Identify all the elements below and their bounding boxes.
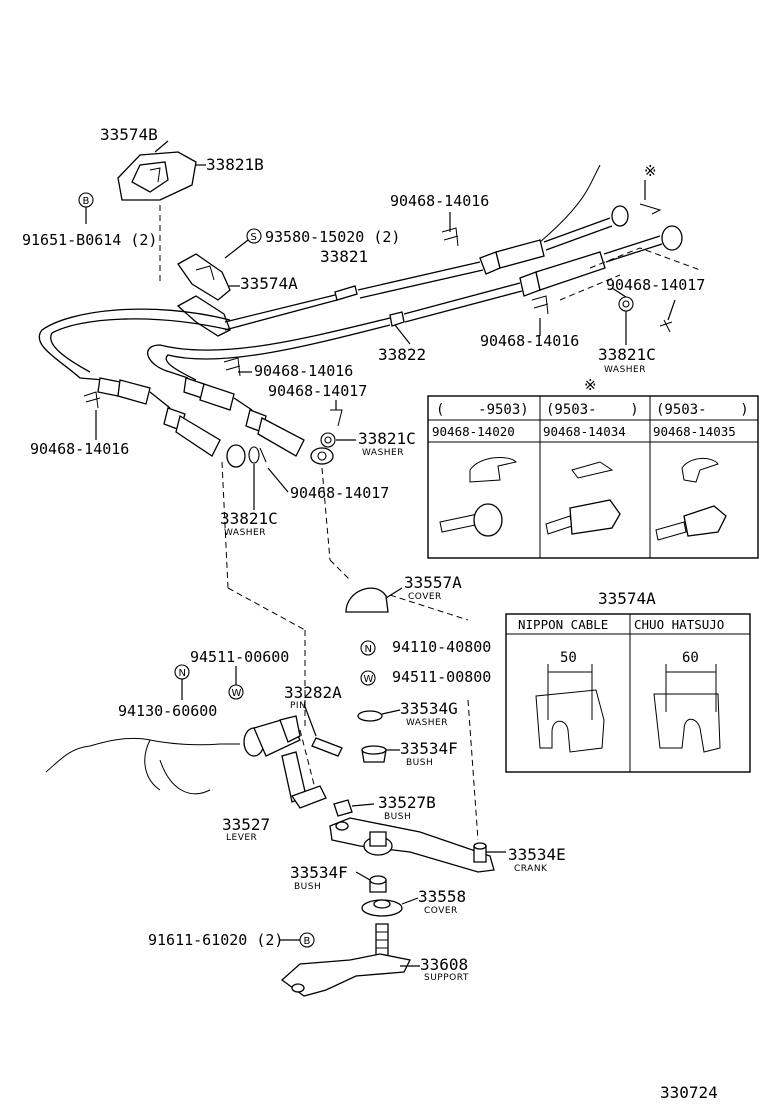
cable-33822	[147, 225, 683, 381]
label-washer-low: WASHER	[224, 528, 266, 538]
label-91651: 91651-B0614 (2)	[22, 231, 157, 249]
label-cover-a: COVER	[408, 592, 442, 602]
bush-33527B	[333, 799, 353, 817]
label-90468-14016-top: 90468-14016	[390, 192, 489, 210]
figure-number: 330724	[660, 1083, 718, 1102]
label-support: SUPPORT	[424, 973, 469, 983]
label-bush-f-a: BUSH	[406, 758, 433, 768]
label-90468-14016-mid: 90468-14016	[480, 332, 579, 350]
label-cover-58: COVER	[424, 906, 458, 916]
plate-33574B	[117, 151, 197, 201]
label-lever: LEVER	[226, 833, 257, 843]
label-33608: 33608	[420, 955, 468, 974]
label-33821C-low: 33821C	[220, 509, 278, 528]
label-33574A: 33574A	[240, 274, 298, 293]
label-94130: 94130-60600	[118, 702, 217, 720]
washer-icon-low	[248, 446, 260, 464]
clip-table-header-3: (9503- )	[656, 402, 749, 418]
label-93580: 93580-15020 (2)	[265, 228, 400, 246]
callout-s	[246, 228, 262, 244]
cable-end-left-33821	[97, 377, 246, 468]
clip-table-part-3: 90468-14035	[653, 424, 736, 439]
callout-n-right	[360, 640, 376, 656]
label-33821B: 33821B	[206, 155, 264, 174]
clip-icons	[83, 203, 673, 463]
asterisk-top: ※	[644, 162, 657, 180]
cover-33557A	[345, 587, 389, 613]
callout-n-right-letter: N	[365, 644, 372, 655]
callout-b-top-letter: B	[83, 196, 90, 207]
label-33821C-right: 33821C	[598, 345, 656, 364]
cover-33558	[361, 899, 403, 917]
label-33282A: 33282A	[284, 683, 342, 702]
plate-dim-1: 50	[560, 650, 577, 666]
label-90468-14017-center: 90468-14017	[268, 382, 367, 400]
label-90468-14017-low: 90468-14017	[290, 484, 389, 502]
label-94511-00600: 94511-00600	[190, 648, 289, 666]
callout-b-bottom-letter: B	[304, 936, 311, 947]
label-33821: 33821	[320, 247, 368, 266]
clip-table-part-2: 90468-14034	[543, 424, 626, 439]
callout-b-bottom	[299, 932, 315, 948]
label-90468-14016-center: 90468-14016	[254, 362, 353, 380]
callout-w-left-letter: W	[232, 688, 242, 699]
pin-33282A	[311, 737, 343, 757]
label-33534F-a: 33534F	[400, 739, 458, 758]
cable-end-mid-33822	[183, 377, 334, 465]
plate-table-title: 33574A	[598, 589, 656, 608]
plate-table	[505, 613, 751, 773]
callout-s-letter: S	[251, 232, 257, 243]
label-33534G: 33534G	[400, 699, 458, 718]
plate-33574A	[176, 253, 231, 337]
label-washer-mid: WASHER	[362, 448, 404, 458]
asterisk-table: ※	[584, 376, 597, 394]
lever-33527	[243, 715, 327, 809]
washer-33534G	[357, 710, 383, 722]
label-33574B: 33574B	[100, 125, 158, 144]
clip-table	[427, 395, 759, 559]
label-washer-right: WASHER	[604, 365, 646, 375]
cable-33821	[38, 205, 629, 381]
clip-table-part-1: 90468-14020	[432, 424, 515, 439]
plate-dim-2: 60	[682, 650, 699, 666]
plate-table-header-1: NIPPON CABLE	[518, 617, 608, 632]
label-crank: CRANK	[514, 864, 548, 874]
harness-line	[539, 164, 601, 243]
label-washer-g: WASHER	[406, 718, 448, 728]
label-33821C-mid: 33821C	[358, 429, 416, 448]
label-33558: 33558	[418, 887, 466, 906]
label-bush-f-b: BUSH	[294, 882, 321, 892]
label-91611: 91611-61020 (2)	[148, 931, 283, 949]
callout-w-right-letter: W	[364, 674, 374, 685]
label-33557A: 33557A	[404, 573, 462, 592]
label-94511-00800: 94511-00800	[392, 668, 491, 686]
support-33608	[280, 923, 411, 997]
label-33822: 33822	[378, 345, 426, 364]
callout-w-right	[360, 670, 376, 686]
clip-table-header-1: ( -9503)	[436, 402, 529, 418]
label-33534E: 33534E	[508, 845, 566, 864]
label-pin: PIN	[290, 701, 306, 711]
crank-33534E	[329, 817, 495, 873]
label-90468-14016-left: 90468-14016	[30, 440, 129, 458]
plate-table-header-2: CHUO HATSUJO	[634, 617, 724, 632]
label-33527B: 33527B	[378, 793, 436, 812]
callout-n-left-letter: N	[179, 668, 186, 679]
label-90468-14017-right: 90468-14017	[606, 276, 705, 294]
transmission-outline	[45, 737, 240, 773]
label-33527: 33527	[222, 815, 270, 834]
label-33534F-b: 33534F	[290, 863, 348, 882]
label-94110: 94110-40800	[392, 638, 491, 656]
clip-table-header-2: (9503- )	[546, 402, 639, 418]
label-bush-b: BUSH	[384, 812, 411, 822]
